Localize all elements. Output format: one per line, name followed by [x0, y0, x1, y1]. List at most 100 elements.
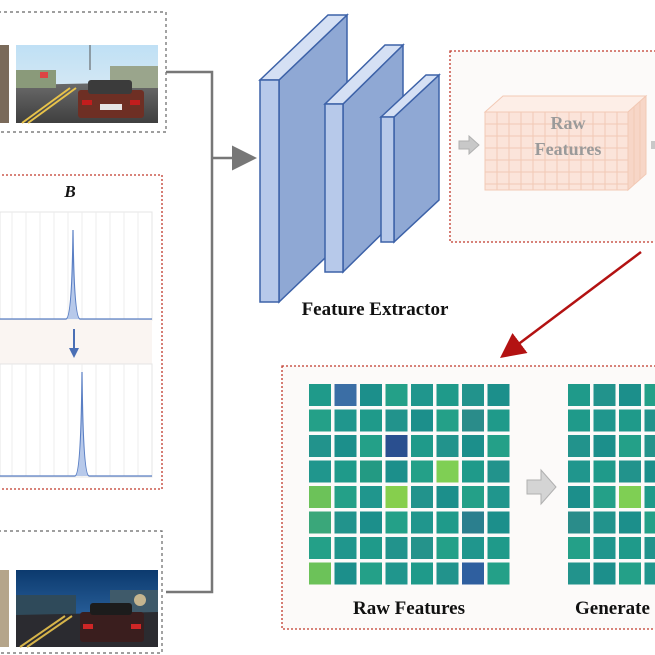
feature-cell	[309, 460, 331, 483]
feature-cell	[644, 384, 655, 406]
feature-cell	[462, 511, 484, 534]
feature-cell	[593, 409, 616, 432]
feature-cell	[644, 511, 655, 534]
feature-cell	[411, 486, 433, 508]
feature-cell	[334, 409, 357, 432]
feature-cell	[568, 511, 590, 534]
feature-cell	[360, 562, 382, 585]
feature-cell	[436, 562, 459, 585]
feature-cell	[644, 486, 655, 508]
feature-cell	[385, 435, 408, 457]
feature-cell	[462, 486, 484, 508]
feature-extractor-label: Feature Extractor	[302, 299, 449, 320]
raw-label-line1: Raw	[551, 113, 586, 133]
feature-cell	[334, 435, 357, 457]
feature-cell	[334, 562, 357, 585]
feature-cell	[593, 435, 616, 457]
raw-features-panel: Raw Features	[449, 50, 655, 243]
feature-cell	[568, 409, 590, 432]
bottom-image-panel	[0, 530, 163, 654]
feature-cell	[487, 384, 510, 406]
feature-cell	[487, 486, 510, 508]
feature-cell	[385, 562, 408, 585]
feature-cell	[309, 409, 331, 432]
image-sliver-top	[0, 45, 9, 123]
feature-cell	[309, 384, 331, 406]
feature-cell	[436, 537, 459, 559]
feature-cell	[487, 460, 510, 483]
feature-cell	[568, 562, 590, 585]
feature-cell	[462, 537, 484, 559]
feature-cell	[568, 460, 590, 483]
feature-cell	[619, 460, 641, 483]
feature-cell	[334, 537, 357, 559]
feature-cell	[593, 384, 616, 406]
feature-cell	[568, 435, 590, 457]
raw-features-cube: Raw Features	[483, 94, 648, 192]
extractor-block-3	[379, 73, 441, 244]
feature-cell	[593, 562, 616, 585]
feature-cell	[487, 562, 510, 585]
feature-cell	[411, 537, 433, 559]
feature-cell	[487, 537, 510, 559]
feature-cell	[462, 435, 484, 457]
driving-scene-day-image	[16, 45, 158, 124]
feature-cell	[385, 384, 408, 406]
feature-cell	[411, 562, 433, 585]
feature-cell	[385, 537, 408, 559]
feature-cell	[309, 511, 331, 534]
feature-cell	[360, 409, 382, 432]
grey-arrow-partial-icon	[651, 141, 655, 149]
feature-cell	[309, 435, 331, 457]
feature-cell	[619, 537, 641, 559]
down-arrow-icon	[69, 329, 79, 358]
upper-distribution-plot	[0, 211, 153, 321]
connector-lines	[166, 70, 257, 594]
raw-features-grid	[309, 384, 510, 585]
feature-cell	[411, 511, 433, 534]
feature-cell	[436, 409, 459, 432]
panel-b-label: B	[63, 182, 75, 201]
feature-cell	[385, 486, 408, 508]
feature-cell	[309, 486, 331, 508]
feature-cell	[334, 511, 357, 534]
feature-cell	[568, 486, 590, 508]
feature-cell	[644, 537, 655, 559]
feature-cell	[436, 460, 459, 483]
raw-label-line2: Features	[535, 139, 602, 159]
feature-cell	[436, 511, 459, 534]
generated-features-caption: Generate	[575, 598, 650, 619]
feature-cell	[619, 435, 641, 457]
feature-cell	[360, 511, 382, 534]
feature-cell	[644, 409, 655, 432]
feature-cell	[360, 384, 382, 406]
feature-cell	[644, 562, 655, 585]
feature-cell	[462, 409, 484, 432]
feature-cell	[644, 435, 655, 457]
feature-cell	[487, 409, 510, 432]
feature-cell	[593, 537, 616, 559]
feature-cell	[411, 435, 433, 457]
generated-features-grid	[568, 384, 655, 585]
grey-arrow-icon	[458, 134, 480, 156]
driving-scene-night-image	[16, 570, 158, 648]
feature-cell	[411, 460, 433, 483]
feature-cell	[487, 511, 510, 534]
feature-cell	[568, 384, 590, 406]
feature-cell	[462, 562, 484, 585]
feature-cell	[462, 460, 484, 483]
feature-cell	[619, 409, 641, 432]
feature-cell	[436, 384, 459, 406]
feature-cell	[309, 562, 331, 585]
lower-distribution-plot	[0, 363, 153, 478]
distribution-panel: B	[0, 174, 163, 490]
feature-cell	[487, 435, 510, 457]
feature-cell	[385, 409, 408, 432]
plot-separator	[0, 320, 152, 364]
feature-cell	[385, 460, 408, 483]
grey-arrow-icon	[526, 468, 557, 506]
feature-cell	[593, 511, 616, 534]
feature-cell	[334, 486, 357, 508]
